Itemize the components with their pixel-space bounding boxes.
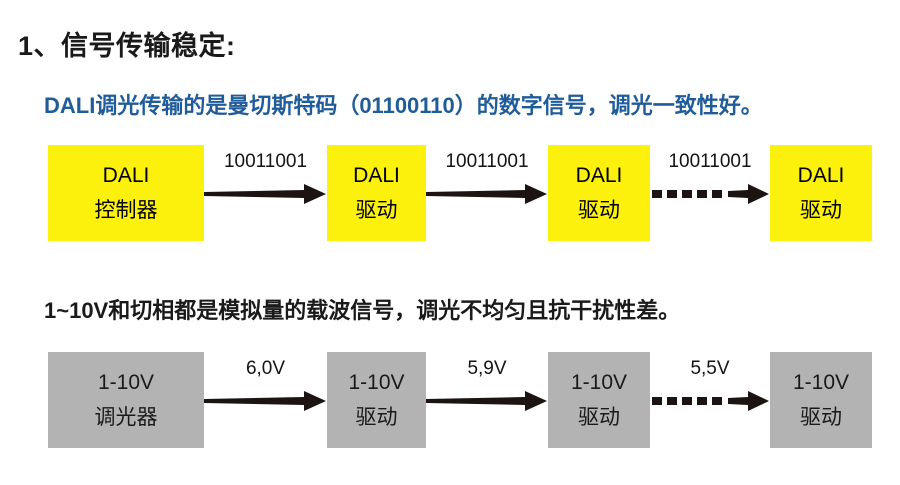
node-line-1: 1-10V: [97, 371, 155, 394]
dali-caption: DALI调光传输的是曼切斯特码（01100110）的数字信号，调光一致性好。: [44, 93, 763, 118]
arrow-dashed-icon: [650, 183, 770, 205]
arrow-solid-icon: [426, 390, 548, 412]
node-line-2: 驱动: [355, 199, 398, 222]
node-line-1: DALI: [575, 164, 623, 187]
analog-connector-3: 5,5V: [650, 352, 770, 448]
analog-node-dimmer: 1-10V 调光器: [48, 352, 204, 448]
connector-label: 5,5V: [690, 358, 730, 379]
connector-label: 10011001: [445, 151, 529, 172]
dali-connector-3: 10011001: [650, 145, 770, 241]
analog-connector-2: 5,9V: [426, 352, 548, 448]
node-line-1: 1-10V: [792, 371, 850, 394]
analog-connector-1: 6,0V: [204, 352, 327, 448]
node-line-2: 驱动: [578, 199, 620, 222]
dali-node-driver-2: DALI 驱动: [548, 145, 650, 241]
node-line-2: 驱动: [578, 406, 620, 429]
dali-connector-1: 10011001: [204, 145, 327, 241]
page-title: 1、信号传输稳定:: [18, 31, 236, 61]
node-line-2: 驱动: [800, 406, 842, 429]
node-line-1: 1-10V: [570, 371, 628, 394]
dali-node-controller: DALI 控制器: [48, 145, 204, 241]
dali-node-driver-3: DALI 驱动: [770, 145, 872, 241]
connector-label: 5,9V: [467, 358, 507, 379]
analog-node-driver-2: 1-10V 驱动: [548, 352, 650, 448]
node-line-2: 控制器: [94, 199, 158, 222]
arrow-dashed-icon: [650, 390, 770, 412]
connector-label: 6,0V: [245, 358, 286, 379]
analog-node-driver-3: 1-10V 驱动: [770, 352, 872, 448]
node-line-1: 1-10V: [348, 371, 405, 394]
arrow-solid-icon: [426, 183, 548, 205]
node-line-2: 驱动: [800, 199, 842, 222]
dali-connector-2: 10011001: [426, 145, 548, 241]
node-line-2: 调光器: [94, 406, 158, 429]
arrow-solid-icon: [204, 183, 327, 205]
connector-label: 10011001: [223, 151, 308, 172]
analog-caption: 1~10V和切相都是模拟量的载波信号，调光不均匀且抗干扰性差。: [44, 298, 681, 323]
connector-label: 10011001: [668, 151, 752, 172]
node-line-1: DALI: [353, 164, 400, 187]
dali-flow-diagram: DALI 控制器 10011001 DALI 驱动 10011001: [0, 145, 900, 241]
arrow-solid-icon: [204, 390, 327, 412]
node-line-1: DALI: [797, 164, 845, 187]
analog-node-driver-1: 1-10V 驱动: [327, 352, 426, 448]
node-line-2: 驱动: [355, 406, 398, 429]
analog-flow-diagram: 1-10V 调光器 6,0V 1-10V 驱动 5,9V 1-10V: [0, 352, 900, 448]
dali-node-driver-1: DALI 驱动: [327, 145, 426, 241]
node-line-1: DALI: [102, 164, 150, 187]
